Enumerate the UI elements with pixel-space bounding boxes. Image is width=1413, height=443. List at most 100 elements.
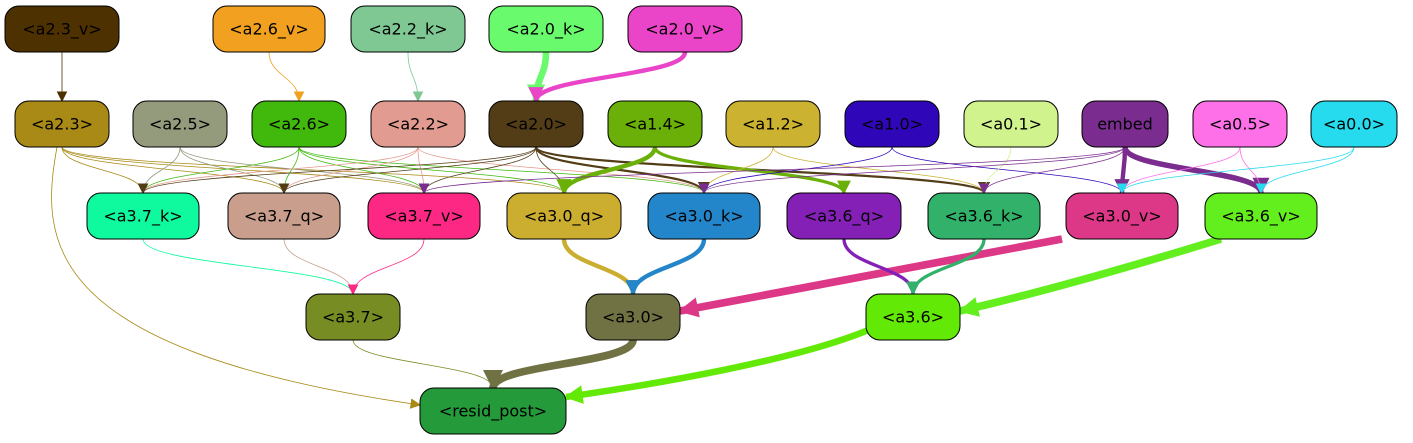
node-label: <a3.7> — [322, 308, 384, 327]
node-a3-6-q[interactable]: <a3.6_q> — [786, 192, 902, 240]
node-a2-6[interactable]: <a2.6> — [251, 100, 347, 148]
edge-a2_6-to-a3_0_k — [298, 146, 710, 195]
node-box — [1192, 100, 1288, 148]
node-a2-0-v[interactable]: <a2.0_v> — [627, 5, 743, 53]
node-label: <a0.5> — [1209, 115, 1271, 134]
node-box — [132, 100, 228, 148]
node-label: <resid_post> — [439, 402, 547, 422]
node-a2-6-v[interactable]: <a2.6_v> — [212, 5, 326, 53]
node-box — [1204, 192, 1318, 240]
edge-a3_6_k-to-a3_6 — [906, 238, 986, 296]
node-box — [1065, 192, 1179, 240]
node-a1-2[interactable]: <a1.2> — [725, 100, 821, 148]
edge-a2_0-to-a3_7_v — [418, 146, 537, 195]
node-box — [647, 192, 761, 240]
node-label: <a2.3_v> — [22, 20, 102, 40]
node-a0-5[interactable]: <a0.5> — [1192, 100, 1288, 148]
node-box — [86, 192, 200, 240]
node-label: <a2.6> — [268, 115, 330, 134]
edge-a2_6-to-a3_0_q — [298, 146, 570, 195]
node-label: <a2.6_v> — [229, 20, 309, 40]
node-a3-7[interactable]: <a3.7> — [305, 293, 401, 341]
node-label: <a3.7_q> — [244, 207, 324, 227]
node-a3-0[interactable]: <a3.0> — [585, 293, 681, 341]
node-box — [350, 5, 466, 53]
edge-embed-to-a3_7_v — [418, 146, 1126, 195]
edge-embed-to-a3_6_v — [1122, 145, 1270, 195]
edge-a0_0-to-a3_0_v — [1116, 146, 1355, 195]
node-a3-7-k[interactable]: <a3.7_k> — [86, 192, 200, 240]
node-label: <a3.0> — [602, 308, 664, 327]
node-box — [725, 100, 821, 148]
node-a2-2[interactable]: <a2.2> — [370, 100, 466, 148]
edge-a2_2-to-a3_7_q — [278, 146, 419, 195]
node-a1-0[interactable]: <a1.0> — [844, 100, 940, 148]
node-a3-6-k[interactable]: <a3.6_k> — [927, 192, 1041, 240]
node-box — [927, 192, 1041, 240]
node-box — [844, 100, 940, 148]
node-box — [227, 192, 341, 240]
node-box — [419, 387, 567, 435]
edge-a2_2_k-to-a2_2 — [407, 51, 424, 103]
edge-embed-to-a3_6_k — [978, 146, 1126, 195]
node-a2-5[interactable]: <a2.5> — [132, 100, 228, 148]
node-label: <a3.6_q> — [804, 207, 884, 227]
edge-embed-to-a3_0_v — [1114, 146, 1130, 195]
node-label: <a2.2> — [387, 115, 449, 134]
edge-a2_0-to-a3_0_k — [534, 146, 711, 195]
node-resid-post[interactable]: <resid_post> — [419, 387, 567, 435]
edge-a2_3-to-a3_0_q — [61, 146, 570, 195]
edge-a2_6_v-to-a2_6 — [268, 51, 305, 103]
edge-a3_6_v-to-a3_6 — [958, 235, 1223, 317]
node-box — [1310, 100, 1398, 148]
node-a3-6[interactable]: <a3.6> — [865, 293, 961, 341]
node-a2-3[interactable]: <a2.3> — [14, 100, 110, 148]
node-a3-0-q[interactable]: <a3.0_q> — [506, 192, 622, 240]
node-label: <a3.0_v> — [1082, 207, 1162, 227]
node-box — [585, 293, 681, 341]
node-a2-2-k[interactable]: <a2.2_k> — [350, 5, 466, 53]
node-a3-6-v[interactable]: <a3.6_v> — [1204, 192, 1318, 240]
edge-a0_5-to-a3_0_v — [1116, 146, 1241, 195]
node-a0-0[interactable]: <a0.0> — [1310, 100, 1398, 148]
node-a3-0-v[interactable]: <a3.0_v> — [1065, 192, 1179, 240]
edge-a1_2-to-a3_6_k — [772, 146, 990, 195]
node-a3-7-v[interactable]: <a3.7_v> — [367, 192, 481, 240]
node-box — [488, 100, 584, 148]
edge-embed-to-a3_0_k — [698, 146, 1126, 195]
edge-a0_0-to-a3_6_v — [1255, 146, 1355, 195]
edge-a1_4-to-a3_6_q — [653, 146, 851, 195]
edge-a3_7-to-resid_post — [352, 339, 499, 390]
node-label: <a3.6_k> — [944, 207, 1023, 227]
node-a0-1[interactable]: <a0.1> — [963, 100, 1059, 148]
edge-a2_0-to-a3_7_k — [137, 146, 537, 195]
edge-a2_2-to-a3_0_k — [417, 146, 710, 195]
node-a3-7-q[interactable]: <a3.7_q> — [227, 192, 341, 240]
node-label: <a2.5> — [149, 115, 211, 134]
node-a3-0-k[interactable]: <a3.0_k> — [647, 192, 761, 240]
node-a1-4[interactable]: <a1.4> — [607, 100, 703, 148]
edge-a3_0_k-to-a3_0 — [625, 238, 707, 296]
node-embed[interactable]: embed — [1081, 100, 1169, 148]
node-box — [506, 192, 622, 240]
graph-edges — [51, 51, 1355, 409]
node-label: <a1.0> — [861, 115, 923, 134]
node-label: <a3.7_k> — [103, 207, 182, 227]
edge-a3_7_q-to-a3_7 — [283, 238, 359, 296]
node-a2-3-v[interactable]: <a2.3_v> — [4, 5, 120, 53]
edge-a2_3-to-a3_7_v — [61, 146, 430, 195]
edge-a2_0_v-to-a2_0 — [528, 51, 688, 103]
node-box — [14, 100, 110, 148]
node-label: <a2.0_v> — [645, 20, 725, 40]
node-label: embed — [1097, 115, 1153, 134]
edge-a2_3-to-a3_7_q — [61, 146, 290, 195]
node-a2-0-k[interactable]: <a2.0_k> — [488, 5, 604, 53]
edge-a3_0_q-to-a3_0 — [561, 238, 641, 296]
node-box — [607, 100, 703, 148]
node-label: <a2.3> — [31, 115, 93, 134]
node-box — [305, 293, 401, 341]
edge-a1_0-to-a3_0_v — [891, 146, 1128, 195]
node-a2-0[interactable]: <a2.0> — [488, 100, 584, 148]
node-label: <a3.6> — [882, 308, 944, 327]
